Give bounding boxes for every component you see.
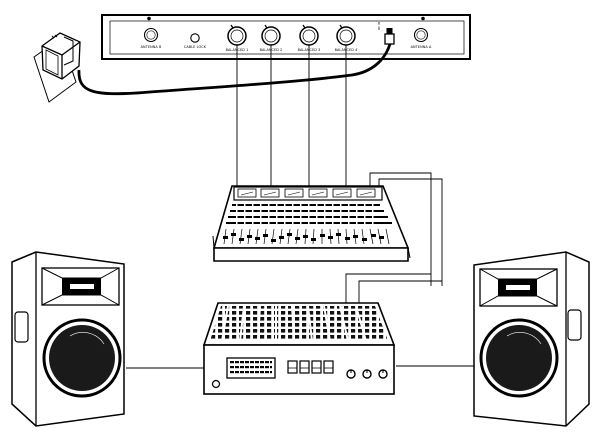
mixing-console-icon (212, 185, 411, 262)
cable-lock-hole (190, 33, 200, 43)
speaker-icon (11, 251, 125, 427)
antenna-a-label: ANTENNA A (411, 45, 432, 49)
antenna-b-connector[interactable] (143, 27, 159, 43)
power-adapter-icon (33, 32, 81, 103)
amplifier-icon (202, 302, 396, 395)
xlr-output-4[interactable] (336, 24, 356, 46)
wireless-receiver (101, 14, 471, 60)
antenna-a-connector[interactable] (413, 27, 429, 43)
speaker-icon (473, 251, 590, 427)
xlr-output-2[interactable] (261, 24, 281, 46)
cable-lock-label: CABLE LOCK (184, 45, 207, 49)
signal-cables (126, 45, 474, 369)
antenna-b-label: ANTENNA B (141, 45, 162, 49)
power-cable (77, 43, 392, 96)
xlr-output-3[interactable] (299, 24, 319, 46)
dc-in-label: DC IN (377, 22, 381, 30)
